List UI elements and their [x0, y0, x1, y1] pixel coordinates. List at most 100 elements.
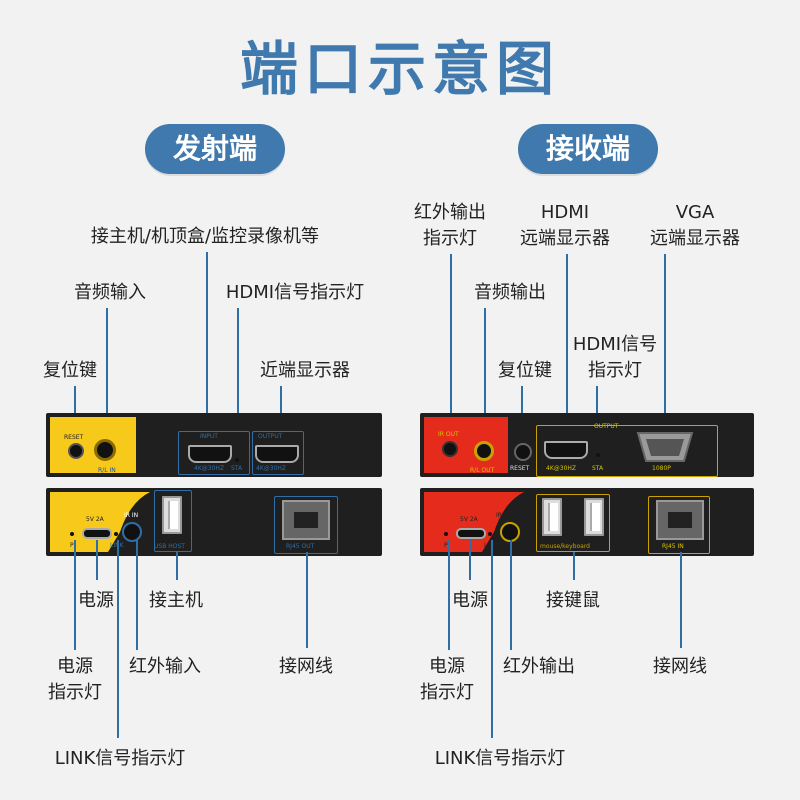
label-ir-out-led-2: 指示灯	[423, 228, 477, 249]
rx-audio-out-jack[interactable]	[474, 441, 494, 461]
rx-power-spec-text: 5V 2A	[460, 516, 478, 523]
leader-hdmi-led	[237, 308, 239, 438]
label-ir-in: 红外输入	[129, 656, 201, 677]
label-reset-rx: 复位键	[498, 360, 552, 381]
tx-hdmi-input-port[interactable]	[188, 445, 232, 463]
rx-reset-button[interactable]	[514, 443, 532, 461]
leader-host	[206, 252, 208, 430]
label-rx-power-led-2: 指示灯	[420, 682, 474, 703]
label-hdmi-led-1: HDMI信号	[572, 334, 658, 355]
rx-back-red-area	[424, 492, 524, 552]
rx-back-panel: P 5V 2A LINK IR OUT mouse/keyboard RJ45 …	[420, 488, 754, 556]
tx-audio-in-jack[interactable]	[94, 439, 116, 461]
rx-link-text: LINK	[484, 542, 498, 549]
leader-host2	[176, 552, 178, 580]
tx-sta-text: STA	[231, 465, 243, 472]
label-power-led-2: 指示灯	[48, 682, 102, 703]
label-rx-power-led-1: 电源	[429, 656, 465, 677]
rx-reset-text: RESET	[510, 465, 530, 472]
label-vga-1: VGA	[675, 202, 715, 223]
rx-sta-text: STA	[592, 465, 604, 472]
rx-rj45-frame	[648, 496, 710, 554]
rx-rj45-port[interactable]	[656, 500, 704, 540]
tx-power-spec-text: 5V 2A	[86, 516, 104, 523]
leader-reset-rx	[521, 386, 523, 428]
page-title: 端口示意图	[239, 35, 560, 103]
rx-hdmi-output-port[interactable]	[544, 441, 588, 459]
leader-network	[306, 552, 308, 648]
rx-vga-res-text: 1080P	[652, 465, 671, 472]
rx-front-red-area	[424, 417, 508, 473]
receiver-heading: 接收端	[518, 124, 658, 174]
tx-reset-button[interactable]	[68, 443, 84, 459]
rx-output-frame	[536, 425, 718, 477]
label-near-display: 近端显示器	[260, 360, 350, 381]
tx-rl-in-text: R/L IN	[98, 467, 116, 474]
leader-hdmi-display	[566, 254, 568, 440]
rx-power-led	[444, 532, 448, 536]
tx-input-text: INPUT	[200, 433, 218, 440]
tx-rj45-text: RJ45 OUT	[286, 543, 315, 550]
leader-link-led	[117, 540, 119, 738]
tx-front-panel: RESET R/L IN INPUT 4K@30HZ STA OUTPUT 4K…	[46, 413, 382, 477]
label-rx-power: 电源	[452, 590, 488, 611]
tx-usb-host-port[interactable]	[162, 496, 182, 534]
label-hdmi-2: 远端显示器	[520, 228, 610, 249]
transmitter-heading: 发射端	[145, 124, 285, 174]
rx-ir-out-jack[interactable]	[500, 522, 520, 542]
leader-rx-ir-out	[510, 540, 512, 650]
leader-rx-power	[469, 540, 471, 580]
label-host2: 接主机	[149, 590, 203, 611]
tx-res-out-text: 4K@30HZ	[256, 465, 287, 472]
leader-rx-network	[680, 552, 682, 648]
rx-output-text: OUTPUT	[594, 423, 619, 430]
rx-mk-text: mouse/keyboard	[540, 543, 590, 550]
tx-back-panel: P 5V 2A LINK IR IN USB HOST RJ45 OUT	[46, 488, 382, 556]
leader-reset	[74, 386, 76, 428]
label-audio-in: 音频输入	[74, 282, 146, 303]
tx-link-text: LINK	[110, 542, 124, 549]
leader-ir-in	[136, 540, 138, 650]
leader-power	[96, 540, 98, 580]
rx-usb-port-2[interactable]	[584, 498, 604, 536]
leader-ir-out-led	[450, 254, 452, 430]
tx-output-text: OUTPUT	[258, 433, 283, 440]
leader-near-display	[280, 386, 282, 430]
tx-hdmi-output-port[interactable]	[255, 445, 299, 463]
label-hdmi-led-2: 指示灯	[588, 360, 642, 381]
rx-ir-out-led	[442, 441, 458, 457]
leader-audio-in	[106, 308, 108, 428]
tx-ir-in-text: IR IN	[124, 512, 139, 519]
tx-power-led	[70, 532, 74, 536]
tx-usb-host-text: USB HOST	[154, 543, 185, 550]
tx-link-led	[114, 532, 118, 536]
label-power: 电源	[78, 590, 114, 611]
leader-hdmi-led-rx	[596, 386, 598, 438]
label-reset: 复位键	[43, 360, 97, 381]
tx-power-port[interactable]	[82, 528, 112, 539]
rx-power-port[interactable]	[456, 528, 486, 539]
label-audio-out: 音频输出	[474, 282, 546, 303]
leader-rx-kbm	[573, 552, 575, 580]
tx-reset-text: RESET	[64, 434, 84, 441]
label-rx-link-led: LINK信号指示灯	[434, 748, 566, 769]
tx-ir-in-jack[interactable]	[122, 522, 142, 542]
rx-vga-port[interactable]	[636, 431, 694, 463]
tx-back-yellow-area	[50, 492, 150, 552]
tx-p-text: P	[70, 542, 74, 549]
rx-ir-out-text-2: IR OUT	[496, 512, 517, 519]
tx-rj45-port[interactable]	[282, 500, 330, 540]
rx-rj45-text: RJ45 IN	[662, 543, 684, 550]
label-rx-network: 接网线	[653, 656, 707, 677]
leader-audio-out	[484, 308, 486, 430]
label-kbm: 接键鼠	[546, 590, 600, 611]
rx-p-text: P	[444, 542, 448, 549]
tx-sta-led	[235, 458, 239, 462]
rx-sta-led	[596, 453, 600, 457]
rx-front-panel: IR OUT R/L OUT RESET OUTPUT 4K@30HZ STA …	[420, 413, 754, 477]
rx-usb-frame	[536, 494, 610, 552]
label-hdmi-led: HDMI信号指示灯	[225, 282, 365, 303]
rx-res-text: 4K@30HZ	[546, 465, 577, 472]
rx-usb-port-1[interactable]	[542, 498, 562, 536]
tx-input-frame	[178, 431, 250, 475]
